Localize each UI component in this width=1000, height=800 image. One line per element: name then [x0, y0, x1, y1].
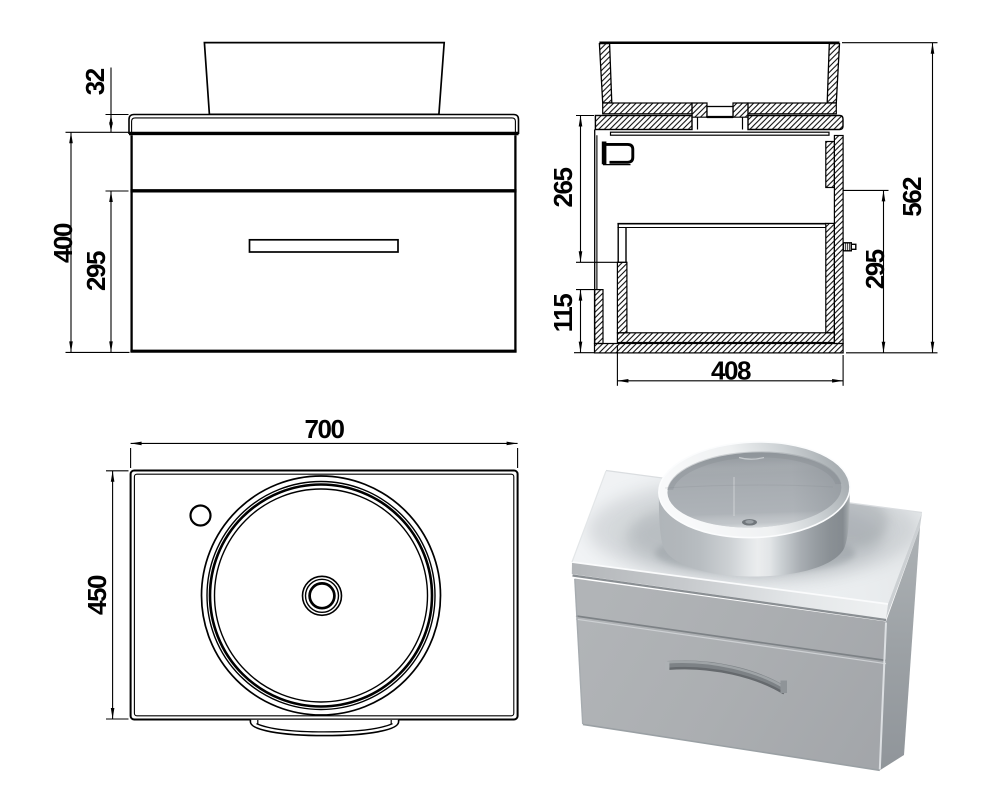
svg-text:32: 32	[80, 68, 110, 95]
svg-text:400: 400	[48, 223, 78, 263]
svg-text:115: 115	[548, 294, 578, 332]
svg-text:265: 265	[548, 168, 578, 208]
svg-text:700: 700	[305, 414, 345, 444]
svg-text:408: 408	[711, 356, 751, 386]
svg-text:295: 295	[81, 251, 111, 291]
svg-text:450: 450	[82, 575, 112, 615]
svg-text:295: 295	[860, 249, 890, 289]
svg-text:562: 562	[897, 177, 927, 217]
